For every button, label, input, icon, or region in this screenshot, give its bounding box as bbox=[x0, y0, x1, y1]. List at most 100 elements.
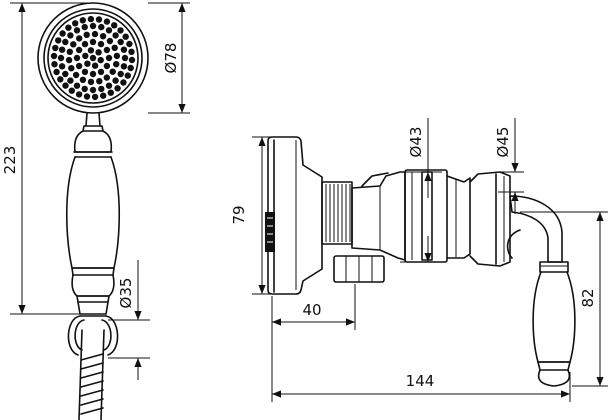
label-handle-diameter: Ø35 bbox=[117, 278, 135, 309]
nozzle-dot bbox=[65, 24, 72, 31]
nozzle-dot bbox=[113, 52, 121, 60]
label-flange-height: 79 bbox=[230, 205, 248, 224]
nozzle-dot bbox=[122, 33, 129, 40]
nozzle-dot bbox=[97, 40, 105, 48]
nozzle-dot bbox=[75, 62, 83, 70]
nozzle-dot bbox=[105, 82, 113, 89]
nozzle-dot bbox=[98, 23, 105, 31]
nozzle-dot bbox=[57, 54, 65, 62]
nozzle-dot bbox=[81, 68, 89, 76]
nozzle-dot bbox=[75, 46, 83, 54]
nozzle-dot bbox=[91, 30, 99, 38]
label-overall-width: 144 bbox=[406, 372, 435, 390]
nozzle-dot bbox=[120, 79, 127, 86]
nozzle-dot bbox=[62, 38, 69, 46]
nozzle-dot bbox=[89, 38, 97, 46]
nozzle-dot bbox=[98, 85, 105, 93]
hose-coil bbox=[80, 389, 104, 397]
nozzle-dot bbox=[121, 54, 129, 62]
hose-coil bbox=[80, 353, 104, 361]
nozzle-dot bbox=[89, 22, 97, 30]
dimension-handle-diameter: Ø35 bbox=[108, 260, 150, 380]
nozzle-dot bbox=[65, 56, 73, 64]
shower-handle bbox=[66, 156, 120, 315]
nozzle-dot bbox=[112, 77, 119, 84]
nozzle-dot bbox=[91, 62, 99, 69]
valve-body bbox=[351, 169, 471, 263]
nozzle-dot bbox=[91, 93, 99, 101]
nozzle-dot bbox=[51, 60, 58, 68]
dimension-head-diameter: Ø78 bbox=[148, 2, 190, 114]
nozzle-dot bbox=[96, 78, 103, 85]
nut-threads bbox=[325, 184, 351, 242]
nozzle-dot bbox=[83, 31, 90, 38]
nozzle-dot bbox=[75, 91, 83, 98]
hand-shower bbox=[37, 2, 149, 420]
nozzle-dot bbox=[59, 30, 66, 37]
nozzle-dot bbox=[72, 20, 79, 27]
nozzle-dot bbox=[76, 35, 83, 42]
hose-holder-ring bbox=[67, 315, 119, 356]
nozzle-dot bbox=[106, 37, 114, 45]
shower-head-nozzles bbox=[50, 15, 136, 101]
nozzle-dot bbox=[99, 33, 107, 40]
threaded-nut bbox=[321, 181, 353, 245]
nozzle-dot bbox=[89, 86, 97, 94]
shower-head bbox=[37, 2, 149, 114]
nozzle-dot bbox=[97, 68, 105, 76]
nozzle-dot bbox=[83, 93, 91, 100]
dimension-flange-height: 79 bbox=[230, 136, 270, 295]
nozzle-dot bbox=[73, 27, 81, 34]
nozzle-dot bbox=[107, 89, 115, 96]
nozzle-dot bbox=[81, 40, 89, 48]
nozzle-dot bbox=[70, 41, 77, 48]
nozzle-dot bbox=[100, 92, 107, 99]
nozzle-dot bbox=[109, 68, 116, 75]
shower-neck bbox=[73, 112, 113, 158]
nozzle-dot bbox=[79, 76, 87, 84]
nozzle-dot bbox=[73, 54, 81, 62]
nozzle-dot bbox=[111, 44, 118, 51]
hose-coil bbox=[80, 362, 104, 370]
hose-coil bbox=[80, 380, 104, 388]
nozzle-dot bbox=[117, 27, 124, 34]
nozzle-dot bbox=[62, 70, 69, 78]
nozzle-dot bbox=[111, 22, 118, 29]
label-lever-drop: 82 bbox=[579, 288, 597, 307]
nozzle-dot bbox=[128, 48, 135, 55]
label-body-diameter-right: Ø45 bbox=[494, 127, 512, 158]
nozzle-dot bbox=[124, 72, 131, 79]
nozzle-dot bbox=[105, 27, 113, 34]
dimension-flange-depth: 40 bbox=[271, 284, 356, 402]
nozzle-dot bbox=[127, 64, 134, 72]
nozzle-dot bbox=[81, 85, 88, 93]
nozzle-dot bbox=[52, 44, 59, 52]
nozzle-dot bbox=[62, 82, 69, 89]
nozzle-dot bbox=[50, 52, 58, 60]
dimension-total-length: 223 bbox=[1, 2, 90, 315]
hose-coil bbox=[80, 371, 104, 379]
nozzle-dot bbox=[66, 48, 74, 55]
nozzle-dot bbox=[128, 56, 136, 64]
nozzle-dot bbox=[97, 56, 104, 64]
shower-hose bbox=[78, 329, 105, 420]
nozzle-dot bbox=[112, 32, 119, 39]
lever-handle bbox=[469, 171, 576, 387]
nozzle-dot bbox=[72, 71, 80, 79]
nozzle-dot bbox=[58, 46, 66, 53]
nozzle-dot bbox=[105, 54, 113, 62]
label-body-diameter-left: Ø43 bbox=[407, 127, 425, 158]
label-total-length: 223 bbox=[1, 146, 19, 175]
label-flange-depth: 40 bbox=[302, 301, 321, 319]
dimension-lever-drop: 82 bbox=[520, 211, 608, 387]
nozzle-dot bbox=[89, 70, 97, 78]
nozzle-dot bbox=[68, 87, 76, 94]
mixer-body bbox=[265, 136, 576, 387]
nozzle-dot bbox=[79, 17, 87, 24]
wall-flange bbox=[265, 136, 323, 295]
nozzle-dot bbox=[81, 23, 88, 31]
nozzle-dot bbox=[120, 46, 128, 53]
nozzle-dot bbox=[103, 18, 111, 25]
nozzle-dot bbox=[58, 63, 66, 70]
